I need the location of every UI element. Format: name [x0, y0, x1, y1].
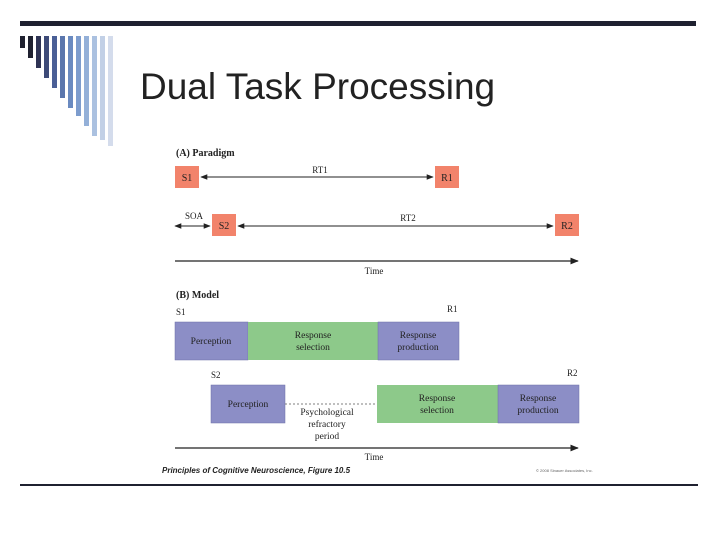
row2-perception-box	[210, 384, 286, 424]
row1-production-line: Response	[400, 331, 436, 341]
row1-selection-line: Response	[295, 331, 331, 341]
prp-line: period	[315, 432, 340, 442]
r1-label: R1	[441, 173, 453, 184]
time-label-a: Time	[365, 266, 384, 276]
r2-box	[555, 214, 579, 236]
s2-box	[212, 214, 236, 236]
r2-label: R2	[561, 221, 573, 232]
stripe	[92, 36, 97, 136]
paradigm-heading: (A) Paradigm	[176, 148, 235, 159]
row1-production-box	[377, 321, 460, 361]
row2-selection-box	[377, 385, 498, 423]
slide-title: Dual Task Processing	[140, 66, 496, 107]
stripe	[60, 36, 65, 98]
stripe	[76, 36, 81, 116]
top-rule	[20, 21, 696, 26]
time-label-b: Time	[365, 452, 384, 462]
row1-selection-line: selection	[296, 343, 330, 353]
row1-perception-label: Perception	[191, 337, 232, 347]
model-s2-label: S2	[211, 370, 221, 380]
stripe	[36, 36, 41, 68]
dual-task-figure: (A) Paradigm S1 R1 RT1 SOA S2 R2 RT2 Tim…	[174, 148, 580, 462]
stripe	[52, 36, 57, 88]
row2-production-line: production	[517, 406, 558, 416]
model-s1-label: S1	[176, 307, 186, 317]
rt2-label: RT2	[400, 213, 415, 223]
decorative-stripes	[20, 36, 113, 146]
stripe	[100, 36, 105, 140]
model-heading: (B) Model	[176, 290, 219, 301]
prp-line: refractory	[308, 419, 346, 430]
stripe	[44, 36, 49, 78]
row2-selection-line: selection	[420, 406, 454, 416]
stripe	[20, 36, 25, 48]
rt1-label: RT1	[312, 165, 327, 175]
stripe	[28, 36, 33, 58]
row2-production-box	[497, 384, 580, 424]
stripe	[108, 36, 113, 146]
s1-box	[175, 166, 199, 188]
stripe	[68, 36, 73, 108]
stripe	[84, 36, 89, 126]
row2-selection-line: Response	[419, 394, 455, 404]
copyright-notice: © 2008 Sinauer Associates, Inc.	[536, 468, 593, 473]
r1-box	[435, 166, 459, 188]
row1-production-line: production	[397, 343, 438, 353]
s1-label: S1	[182, 173, 193, 184]
soa-label: SOA	[185, 211, 204, 221]
row2-perception-label: Perception	[228, 400, 269, 410]
row1-selection-box	[248, 322, 378, 360]
prp-line: Psychological	[300, 408, 354, 418]
row1-perception-box	[174, 321, 249, 361]
bottom-rule	[20, 484, 698, 486]
figure-caption: Principles of Cognitive Neuroscience, Fi…	[162, 466, 351, 475]
model-r1-label: R1	[447, 304, 458, 314]
row2-production-line: Response	[520, 394, 556, 404]
s2-label: S2	[219, 221, 230, 232]
model-r2-label: R2	[567, 368, 578, 378]
